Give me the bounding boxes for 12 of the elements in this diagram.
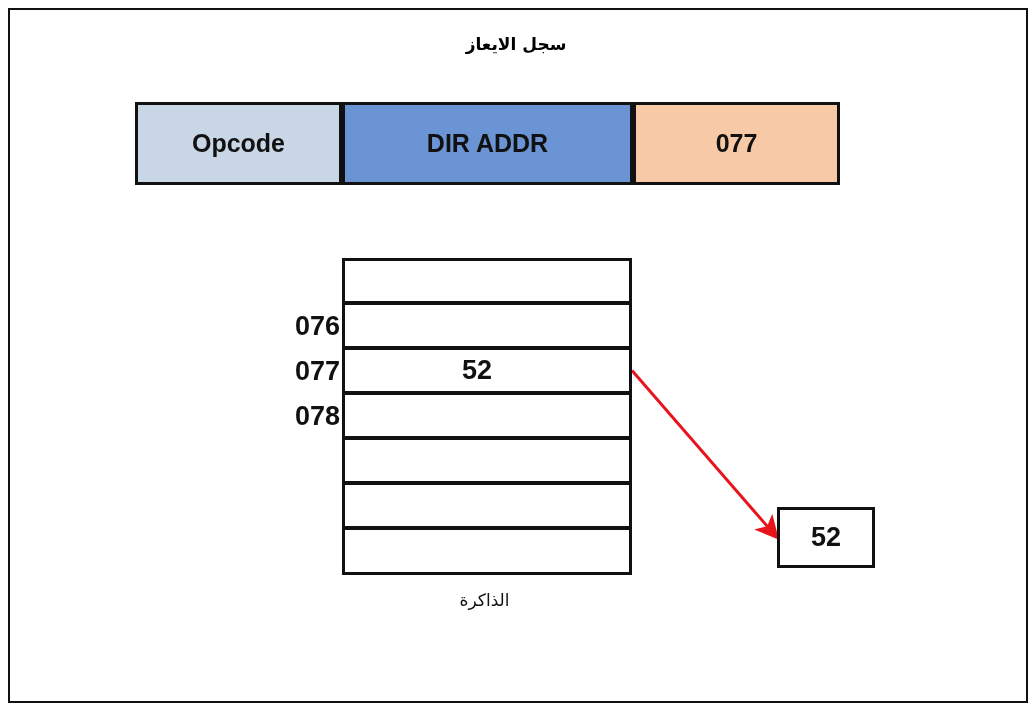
memory-caption: الذاكرة	[459, 590, 510, 610]
result-box: 52	[777, 507, 875, 568]
register-field: 077	[633, 102, 840, 185]
address-label: 077	[294, 355, 340, 386]
register-field: Opcode	[135, 102, 342, 185]
address-label: 078	[294, 400, 340, 431]
title: سجل الايعاز	[465, 34, 567, 54]
register-field: DIR ADDR	[342, 102, 633, 185]
memory-cell	[342, 438, 632, 483]
address-label: 076	[294, 310, 340, 341]
arrow	[630, 369, 779, 540]
memory-cell	[342, 483, 632, 528]
